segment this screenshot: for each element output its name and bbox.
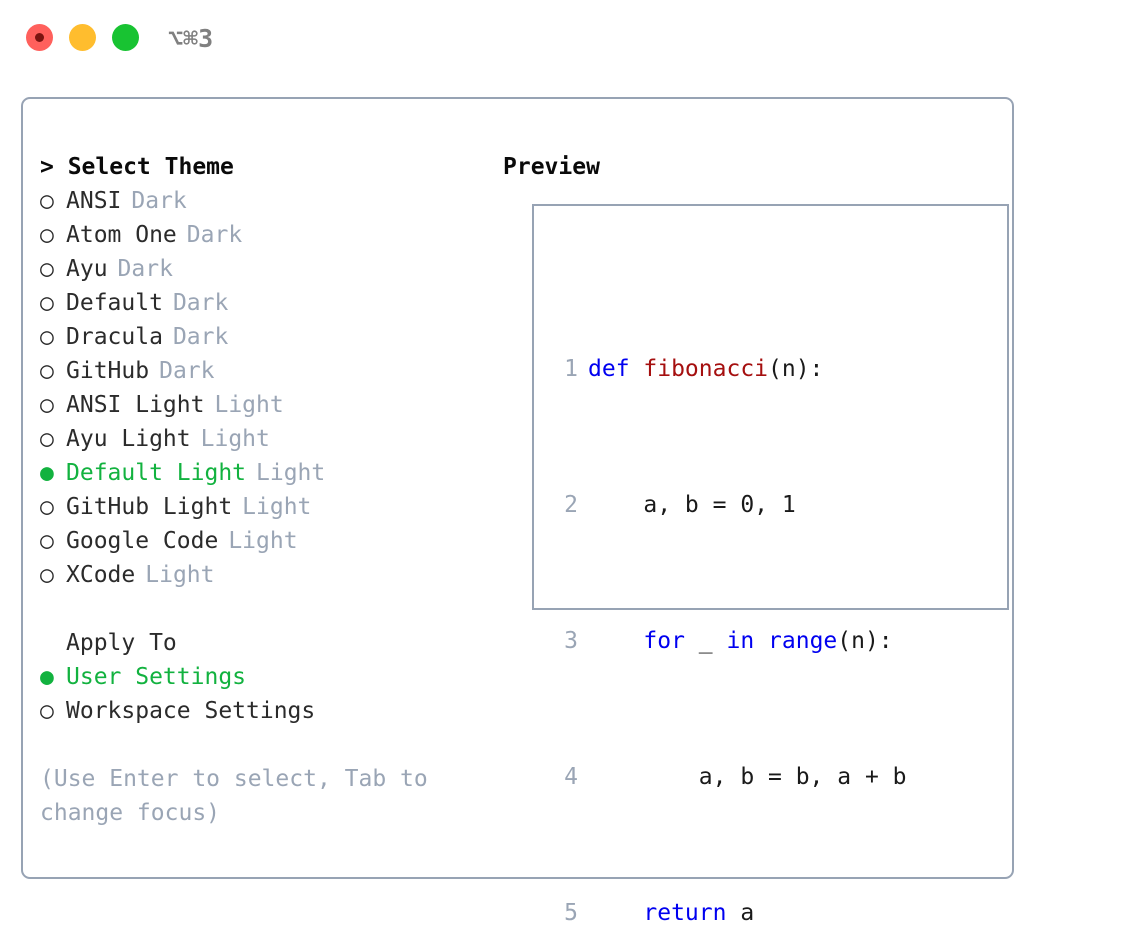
code-token: (n): (837, 628, 893, 654)
theme-option-ansi-dark[interactable]: ○ ANSI Dark (40, 184, 490, 218)
radio-icon[interactable]: ○ (40, 562, 54, 588)
theme-name: Ayu Light (66, 426, 191, 452)
apply-to-header: Apply To (66, 630, 177, 656)
theme-option-github-dark[interactable]: ○ GitHub Dark (40, 354, 490, 388)
theme-option-atom-one-dark[interactable]: ○ Atom One Dark (40, 218, 490, 252)
maximize-button[interactable] (112, 24, 139, 51)
code-token: a (726, 900, 755, 926)
theme-option-ayu-dark[interactable]: ○ Ayu Dark (40, 252, 490, 286)
theme-option-ayu-light[interactable]: ○ Ayu Light Light (40, 422, 490, 456)
hint-spacer (40, 728, 490, 762)
apply-to-group: Apply To ● User Settings ○ Workspace Set… (40, 626, 490, 728)
radio-icon[interactable]: ○ (40, 358, 54, 384)
code-token (588, 900, 643, 926)
code-token (588, 628, 643, 654)
theme-option-ansi-light[interactable]: ○ ANSI Light Light (40, 388, 490, 422)
theme-option-default-light[interactable]: ● Default Light Light (40, 456, 490, 490)
theme-option-google-code[interactable]: ○ Google Code Light (40, 524, 490, 558)
minimize-button[interactable] (69, 24, 96, 51)
theme-name: Default (66, 290, 163, 316)
radio-icon[interactable]: ○ (40, 222, 54, 248)
theme-category: Light (200, 426, 270, 452)
theme-list-column: > Select Theme ○ ANSI Dark ○ Atom One Da… (40, 150, 490, 830)
theme-option-github-light[interactable]: ○ GitHub Light Light (40, 490, 490, 524)
apply-to-label: Workspace Settings (66, 698, 316, 724)
theme-name: Google Code (66, 528, 219, 554)
code-token: (n): (768, 356, 824, 382)
line-number: 4 (564, 764, 578, 790)
apply-to-label: User Settings (66, 664, 247, 690)
theme-category: Dark (172, 324, 229, 350)
apply-to-header-row: Apply To (40, 626, 490, 660)
keyboard-shortcut-label: ⌥⌘3 (168, 24, 214, 53)
radio-icon[interactable]: ○ (40, 528, 54, 554)
theme-option-xcode[interactable]: ○ XCode Light (40, 558, 490, 592)
theme-name: XCode (66, 562, 136, 588)
header-indent (40, 626, 66, 660)
theme-name: Ayu (66, 256, 108, 282)
code-token: return (643, 900, 727, 926)
code-line: 3 for _ in range(n): (552, 624, 934, 658)
code-token: fibonacci (643, 356, 769, 382)
code-token: def (588, 356, 644, 382)
radio-icon[interactable]: ○ (40, 290, 54, 316)
theme-category: Light (256, 460, 326, 486)
radio-icon[interactable]: ○ (40, 188, 54, 214)
radio-icon[interactable]: ○ (40, 256, 54, 282)
theme-name: Default Light (66, 460, 247, 486)
code-token: _ (684, 628, 727, 654)
radio-icon[interactable]: ○ (40, 426, 54, 452)
theme-name: ANSI (66, 188, 122, 214)
radio-icon[interactable]: ○ (40, 392, 54, 418)
code-line: 4 a, b = b, a + b (552, 760, 934, 794)
line-number: 2 (564, 492, 578, 518)
radio-icon[interactable]: ○ (40, 698, 54, 724)
theme-name: Atom One (66, 222, 177, 248)
theme-list: ○ ANSI Dark ○ Atom One Dark ○ Ayu Dark (40, 184, 490, 592)
code-token: for (643, 628, 685, 654)
theme-category: Light (145, 562, 215, 588)
theme-name: ANSI Light (66, 392, 205, 418)
theme-name: Dracula (66, 324, 163, 350)
theme-category: Light (214, 392, 284, 418)
close-button[interactable] (26, 24, 53, 51)
theme-category: Light (228, 528, 298, 554)
radio-icon[interactable]: ○ (40, 494, 54, 520)
code-token: in range (726, 628, 838, 654)
select-theme-header: > Select Theme (40, 154, 234, 180)
window-controls (26, 24, 139, 51)
list-spacer (40, 592, 490, 626)
keyboard-hint: (Use Enter to select, Tab to change focu… (40, 766, 428, 826)
theme-option-dracula-dark[interactable]: ○ Dracula Dark (40, 320, 490, 354)
theme-picker-panel: > Select Theme ○ ANSI Dark ○ Atom One Da… (21, 97, 1014, 926)
line-number: 3 (564, 628, 578, 654)
theme-option-default-dark[interactable]: ○ Default Dark (40, 286, 490, 320)
code-line: 5 return a (552, 896, 934, 930)
code-token: a, b = b, a + b (588, 764, 907, 790)
line-number: 1 (564, 356, 578, 382)
title-bar: ⌥⌘3 (0, 0, 1140, 78)
theme-category: Dark (172, 290, 229, 316)
line-number: 5 (564, 900, 578, 926)
theme-name: GitHub Light (66, 494, 233, 520)
radio-icon-selected[interactable]: ● (40, 460, 54, 486)
code-line: 1 def fibonacci(n): (552, 352, 934, 386)
theme-category: Dark (159, 358, 215, 384)
code-line: 2 a, b = 0, 1 (552, 488, 934, 522)
preview-header: Preview (503, 154, 600, 180)
theme-category: Dark (131, 188, 187, 214)
apply-to-option-user-settings[interactable]: ● User Settings (40, 660, 490, 694)
code-token: a, b = 0, 1 (588, 492, 796, 518)
theme-name: GitHub (66, 358, 150, 384)
theme-category: Dark (117, 256, 173, 282)
apply-to-option-workspace-settings[interactable]: ○ Workspace Settings (40, 694, 490, 728)
radio-icon-selected[interactable]: ● (40, 664, 54, 690)
theme-category: Dark (186, 222, 243, 248)
theme-category: Light (242, 494, 312, 520)
radio-icon[interactable]: ○ (40, 324, 54, 350)
